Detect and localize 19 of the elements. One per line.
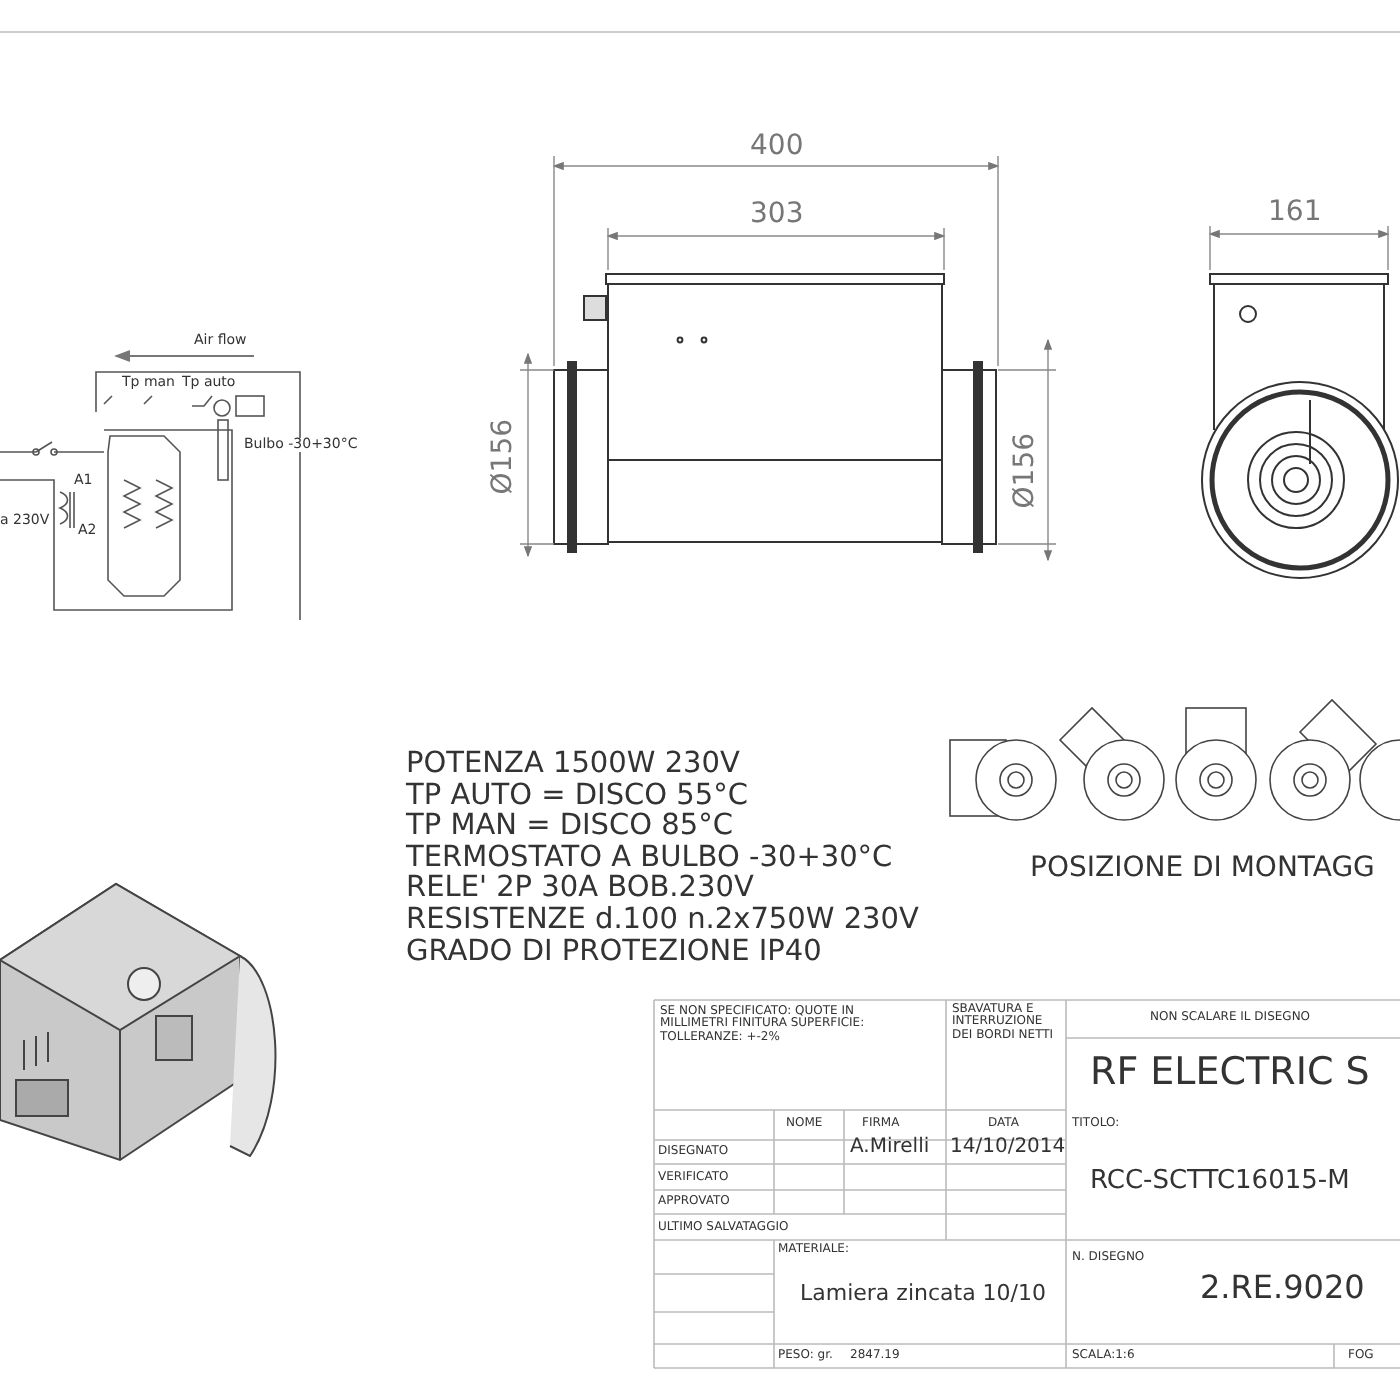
drawing-code: RCC-SCTTC16015-M (1090, 1168, 1350, 1196)
drawing-number: 2.RE.9020 (1200, 1272, 1365, 1306)
material-text: Lamiera zincata 10/10 (800, 1282, 1047, 1306)
dimension-value: Ø156 (1011, 432, 1041, 509)
dimension-value: 400 (750, 132, 804, 162)
spec-line: TERMOSTATO A BULBO -30+30°C (406, 843, 893, 874)
spec-line: TP MAN = DISCO 85°C (406, 812, 733, 843)
dimension-value: Ø156 (489, 418, 519, 495)
spec-line: RESISTENZE d.100 n.2x750W 230V (406, 906, 919, 937)
spec-line: TP AUTO = DISCO 55°C (406, 781, 748, 812)
dimension-value: 303 (750, 200, 804, 230)
dimension-value: 161 (1268, 198, 1322, 228)
caption: POSIZIONE DI MONTAGG (1030, 854, 1375, 884)
drawing-title: RF ELECTRIC S (1090, 1054, 1370, 1094)
signature-text: A.Mirelli (850, 1138, 930, 1159)
date-text: 14/10/2014 (950, 1138, 1066, 1159)
spec-line: RELE' 2P 30A BOB.230V (406, 874, 754, 906)
spec-line: POTENZA 1500W 230V (406, 750, 740, 781)
spec-line: GRADO DI PROTEZIONE IP40 (406, 937, 822, 968)
